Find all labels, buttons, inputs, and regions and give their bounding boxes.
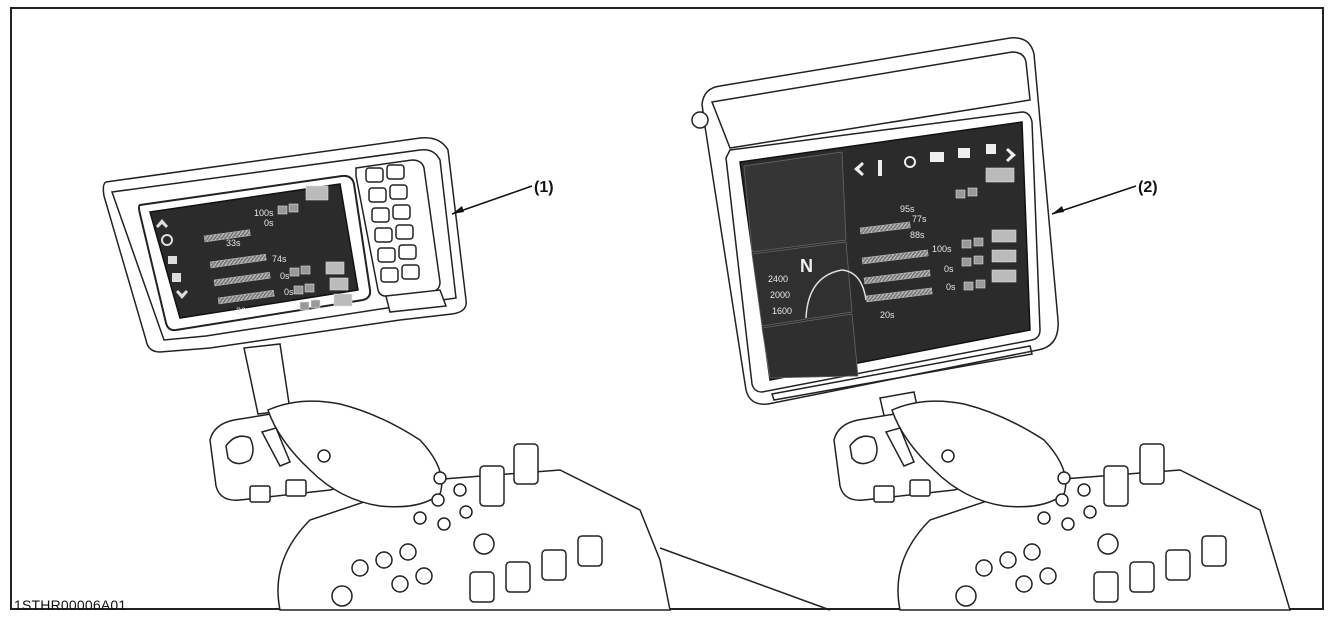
value-label: 33s — [226, 238, 241, 248]
progress-bar — [209, 253, 267, 269]
mode-button — [991, 249, 1017, 263]
value-label: 74s — [272, 254, 287, 264]
value-label: 20s — [880, 310, 895, 320]
plus-button — [973, 255, 984, 265]
save-icon — [986, 144, 996, 154]
speedometer-gauge — [805, 269, 867, 319]
minus-button — [955, 189, 966, 199]
mode-button — [325, 261, 345, 275]
plus-button — [288, 203, 299, 213]
screen-content-1: 100s 0s 33s 74s 0s 0s 20s — [156, 185, 353, 316]
gear-indicator: N — [800, 256, 813, 276]
callout-2: (2) — [1051, 179, 1158, 215]
rpm-tick: 2000 — [770, 290, 790, 300]
progress-bar — [863, 269, 931, 285]
callout-1: (1) — [451, 179, 554, 215]
minus-button — [289, 267, 300, 277]
value-label: 20s — [236, 306, 251, 316]
rpm-tick: 2400 — [768, 274, 788, 284]
minus-button — [961, 239, 972, 249]
tool-icon — [958, 148, 970, 158]
up-arrow-icon — [156, 219, 168, 228]
button-grid-1[interactable] — [365, 164, 420, 283]
progress-bar — [859, 221, 911, 235]
value-label: 0s — [944, 264, 954, 274]
plus-button — [975, 279, 986, 289]
minus-button — [293, 285, 304, 295]
save-icon — [172, 273, 181, 282]
value-label: 95s — [900, 204, 915, 214]
mode-button — [991, 269, 1017, 283]
progress-bar — [217, 289, 275, 305]
minus-button — [961, 257, 972, 267]
callout-label-1: (1) — [534, 179, 554, 196]
down-arrow-icon — [176, 290, 188, 299]
gear-icon — [904, 156, 916, 168]
value-label: 77s — [912, 214, 927, 224]
minus-button — [277, 205, 288, 215]
minus-button — [299, 301, 310, 311]
gear-icon — [161, 234, 173, 246]
tool-icon — [168, 256, 177, 264]
mode-button — [991, 229, 1017, 243]
value-label: 0s — [264, 218, 274, 228]
figure-code: 1STHR00006A01 — [14, 597, 127, 613]
value-label: 100s — [254, 208, 274, 218]
joystick-console-1 — [209, 400, 831, 611]
plus-button — [310, 299, 321, 309]
value-label: 0s — [280, 271, 290, 281]
rpm-tick: 1600 — [772, 306, 792, 316]
wrench-icon — [878, 160, 882, 176]
screen-content-2: N 2400 2000 1600 95s 77s 88s 100s 0s 0s … — [743, 144, 1017, 379]
mode-button — [333, 293, 353, 307]
minus-button — [963, 281, 974, 291]
mode-button — [329, 277, 349, 291]
back-arrow-icon — [854, 162, 864, 176]
callout-label-2: (2) — [1138, 179, 1158, 196]
value-label: 0s — [284, 287, 294, 297]
progress-bar — [865, 287, 933, 303]
value-label: 88s — [910, 230, 925, 240]
plus-button — [304, 283, 315, 293]
value-label: 0s — [946, 282, 956, 292]
plus-button — [967, 187, 978, 197]
progress-bar — [213, 271, 271, 287]
forward-arrow-icon — [1006, 148, 1016, 162]
progress-bar — [203, 229, 251, 243]
joystick-console-2 — [833, 400, 1292, 611]
plus-button — [300, 265, 311, 275]
plus-button — [973, 237, 984, 247]
mode-button — [305, 185, 329, 201]
progress-bar — [861, 249, 929, 265]
mode-button — [985, 167, 1015, 183]
tractor-icon — [930, 152, 944, 162]
value-label: 100s — [932, 244, 952, 254]
